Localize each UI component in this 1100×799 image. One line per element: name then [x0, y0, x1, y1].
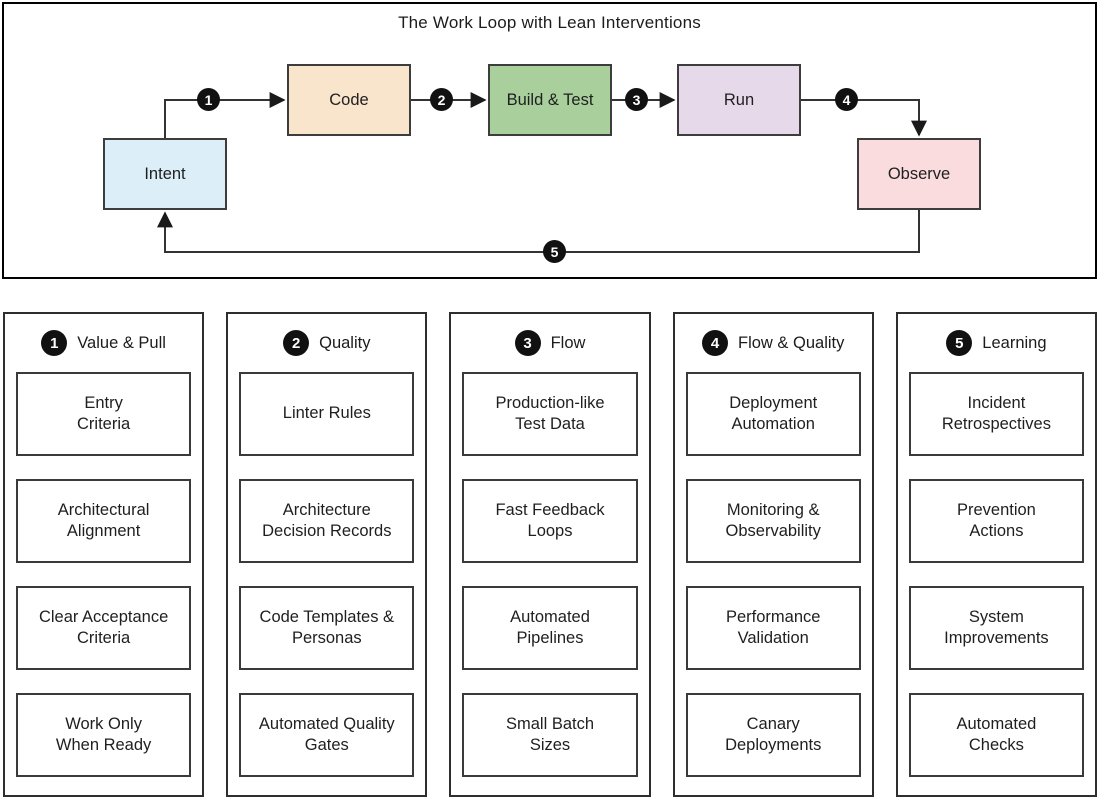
intervention-column-flow-quality: 4 Flow & Quality Deployment Automation M…: [672, 312, 874, 797]
intervention-item: Linter Rules: [239, 372, 415, 456]
loop-node-intent: Intent: [103, 138, 227, 210]
intervention-item: Work Only When Ready: [16, 693, 192, 777]
column-header: 3 Flow: [462, 330, 637, 356]
loop-node-run: Run: [677, 64, 801, 136]
intervention-item: Clear Acceptance Criteria: [16, 586, 192, 670]
intervention-column-quality: 2 Quality Linter Rules Architecture Deci…: [226, 312, 428, 797]
work-loop-panel: The Work Loop with Lean Interventions In…: [2, 2, 1097, 279]
intervention-item: Automated Checks: [908, 693, 1085, 777]
intervention-item: Performance Validation: [685, 586, 861, 670]
loop-node-label: Build & Test: [506, 90, 594, 109]
column-header: 4 Flow & Quality: [686, 330, 861, 356]
column-step-badge: 5: [946, 330, 973, 356]
intervention-column-flow: 3 Flow Production-like Test Data Fast Fe…: [449, 312, 651, 797]
intervention-item: Deployment Automation: [685, 372, 861, 456]
column-header: 1 Value & Pull: [16, 330, 191, 356]
intervention-item: Architecture Decision Records: [239, 479, 415, 563]
connector-observe-to-intent: [157, 210, 920, 253]
column-step-badge: 2: [283, 330, 310, 356]
loop-node-observe: Observe: [857, 138, 981, 210]
intervention-item: Canary Deployments: [685, 693, 861, 777]
intervention-item: Automated Quality Gates: [239, 693, 415, 777]
column-header: 5 Learning: [909, 330, 1084, 356]
intervention-item: Prevention Actions: [908, 479, 1085, 563]
column-step-badge: 4: [702, 330, 729, 356]
flow-step-badge-4: 4: [835, 88, 858, 111]
column-title: Learning: [982, 333, 1047, 352]
loop-node-label: Observe: [887, 164, 951, 183]
connector-intent-to-code: [164, 92, 286, 138]
intervention-item: Small Batch Sizes: [462, 693, 638, 777]
intervention-item: Automated Pipelines: [462, 586, 638, 670]
loop-node-code: Code: [287, 64, 411, 136]
flow-step-badge-3: 3: [625, 88, 648, 111]
intervention-item: Incident Retrospectives: [908, 372, 1085, 456]
loop-node-label: Run: [723, 90, 755, 109]
intervention-column-value-pull: 1 Value & Pull Entry Criteria Architectu…: [3, 312, 205, 797]
loop-node-label: Intent: [144, 164, 186, 183]
column-step-badge: 1: [41, 330, 68, 356]
column-title: Value & Pull: [77, 333, 166, 352]
column-step-badge: 3: [514, 330, 541, 356]
intervention-item: Code Templates & Personas: [239, 586, 415, 670]
column-title: Flow & Quality: [738, 333, 845, 352]
loop-node-build-test: Build & Test: [488, 64, 612, 136]
loop-node-label: Code: [329, 90, 369, 109]
intervention-item: Fast Feedback Loops: [462, 479, 638, 563]
column-title: Flow: [550, 333, 586, 352]
intervention-column-learning: 5 Learning Incident Retrospectives Preve…: [895, 312, 1098, 797]
intervention-item: Architectural Alignment: [16, 479, 192, 563]
flow-step-badge-1: 1: [197, 88, 220, 111]
connector-run-to-observe: [801, 99, 927, 137]
interventions-row: 1 Value & Pull Entry Criteria Architectu…: [3, 312, 1098, 797]
diagram-title: The Work Loop with Lean Interventions: [398, 13, 701, 32]
intervention-item: Entry Criteria: [16, 372, 192, 456]
intervention-item: Monitoring & Observability: [685, 479, 861, 563]
intervention-item: System Improvements: [908, 586, 1085, 670]
flow-step-badge-2: 2: [430, 88, 453, 111]
column-title: Quality: [319, 333, 371, 352]
column-header: 2 Quality: [239, 330, 414, 356]
flow-step-badge-5: 5: [543, 240, 566, 263]
intervention-item: Production-like Test Data: [462, 372, 638, 456]
